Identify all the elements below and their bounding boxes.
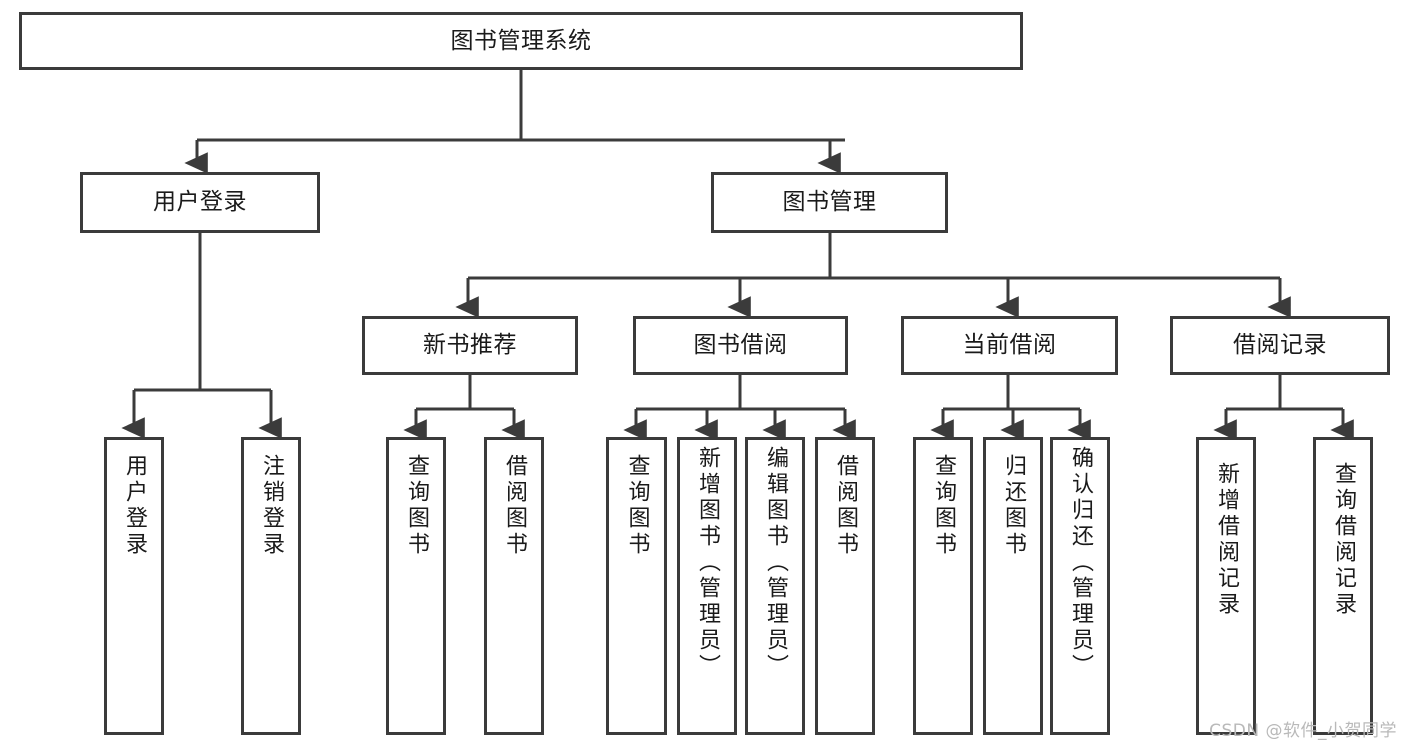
node-leaf-user-login[interactable]: 用户登录 xyxy=(104,437,164,735)
node-new-book-recommend[interactable]: 新书推荐 xyxy=(362,316,578,375)
node-label: 编辑图书（管理员） xyxy=(763,446,788,680)
node-current-borrow[interactable]: 当前借阅 xyxy=(901,316,1118,375)
node-label: 新书推荐 xyxy=(423,332,517,359)
node-leaf-query-book-1[interactable]: 查询图书 xyxy=(386,437,446,735)
node-label: 图书借阅 xyxy=(693,332,788,359)
node-borrow-record[interactable]: 借阅记录 xyxy=(1170,316,1390,375)
node-label: 用户登录 xyxy=(122,454,147,558)
node-label: 新增借阅记录 xyxy=(1214,462,1239,618)
node-leaf-query-record[interactable]: 查询借阅记录 xyxy=(1313,437,1373,735)
node-label: 查询图书 xyxy=(624,454,650,558)
node-label: 用户登录 xyxy=(153,189,247,216)
node-leaf-add-record[interactable]: 新增借阅记录 xyxy=(1196,437,1256,735)
node-user-login[interactable]: 用户登录 xyxy=(80,172,320,233)
node-leaf-borrow-book-2[interactable]: 借阅图书 xyxy=(815,437,875,735)
node-label: 归还图书 xyxy=(1001,454,1026,558)
node-label: 查询图书 xyxy=(931,454,956,558)
node-label: 图书管理 xyxy=(782,189,877,216)
node-label: 查询借阅记录 xyxy=(1331,462,1356,618)
node-label: 借阅图书 xyxy=(833,454,858,558)
node-label: 新增图书（管理员） xyxy=(695,446,720,680)
node-book-management-system[interactable]: 图书管理系统 xyxy=(19,12,1023,70)
node-leaf-return-book[interactable]: 归还图书 xyxy=(983,437,1043,735)
node-label: 借阅记录 xyxy=(1233,332,1327,359)
node-label: 当前借阅 xyxy=(962,332,1057,359)
node-leaf-add-book[interactable]: 新增图书（管理员） xyxy=(677,437,737,735)
node-leaf-edit-book[interactable]: 编辑图书（管理员） xyxy=(745,437,805,735)
node-book-management[interactable]: 图书管理 xyxy=(711,172,948,233)
node-label: 借阅图书 xyxy=(502,454,527,558)
node-label: 图书管理系统 xyxy=(450,27,592,54)
node-leaf-logout[interactable]: 注销登录 xyxy=(241,437,301,735)
node-leaf-query-book-3[interactable]: 查询图书 xyxy=(913,437,973,735)
node-label: 确认归还（管理员） xyxy=(1068,446,1093,680)
node-label: 查询图书 xyxy=(404,454,429,558)
node-leaf-confirm-return[interactable]: 确认归还（管理员） xyxy=(1050,437,1110,735)
node-leaf-borrow-book-1[interactable]: 借阅图书 xyxy=(484,437,544,735)
node-label: 注销登录 xyxy=(259,454,284,558)
node-book-borrow[interactable]: 图书借阅 xyxy=(633,316,848,375)
node-leaf-query-book-2[interactable]: 查询图书 xyxy=(606,437,667,735)
